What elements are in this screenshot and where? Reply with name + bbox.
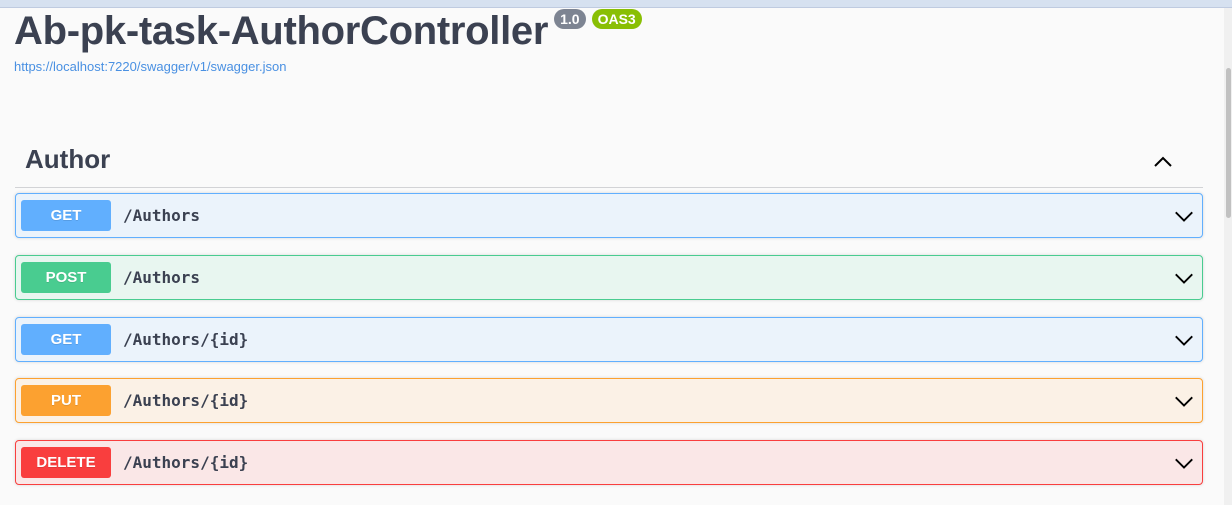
scrollbar[interactable] — [1224, 8, 1232, 505]
chevron-down-icon[interactable] — [1173, 205, 1195, 227]
scrollbar-thumb[interactable] — [1226, 68, 1231, 218]
operation-path[interactable]: /Authors/{id} — [123, 391, 249, 410]
method-badge[interactable]: GET — [21, 200, 111, 231]
chevron-down-icon[interactable] — [1173, 452, 1195, 474]
tag-section-author: Author GET /Authors POST /Authors GET /A… — [15, 134, 1203, 485]
tag-title[interactable]: Author — [25, 144, 111, 174]
top-border — [0, 0, 1232, 8]
chevron-up-icon[interactable] — [1151, 150, 1175, 174]
swagger-json-link[interactable]: https://localhost:7220/swagger/v1/swagge… — [14, 59, 287, 74]
oas-badge: OAS3 — [591, 9, 642, 29]
method-badge[interactable]: PUT — [21, 385, 111, 416]
operation-get-author-by-id[interactable]: GET /Authors/{id} — [15, 317, 1203, 362]
method-badge[interactable]: GET — [21, 324, 111, 355]
operation-get-authors[interactable]: GET /Authors — [15, 193, 1203, 238]
title-row: Ab-pk-task-AuthorController 1.0 OAS3 — [14, 8, 642, 54]
operation-path[interactable]: /Authors — [123, 206, 201, 225]
chevron-down-icon[interactable] — [1173, 329, 1195, 351]
method-badge[interactable]: POST — [21, 262, 111, 293]
operation-path[interactable]: /Authors/{id} — [123, 453, 249, 472]
chevron-down-icon[interactable] — [1173, 267, 1195, 289]
operation-delete-author-by-id[interactable]: DELETE /Authors/{id} — [15, 440, 1203, 485]
method-badge[interactable]: DELETE — [21, 447, 111, 478]
operation-path[interactable]: /Authors/{id} — [123, 330, 249, 349]
operation-path[interactable]: /Authors — [123, 268, 201, 287]
chevron-down-icon[interactable] — [1173, 390, 1195, 412]
version-badge: 1.0 — [554, 9, 586, 29]
operation-post-authors[interactable]: POST /Authors — [15, 255, 1203, 300]
api-title: Ab-pk-task-AuthorController — [14, 9, 549, 53]
operation-put-author-by-id[interactable]: PUT /Authors/{id} — [15, 378, 1203, 423]
tag-header[interactable]: Author — [15, 134, 1203, 188]
api-info: Ab-pk-task-AuthorController 1.0 OAS3 htt… — [14, 8, 642, 74]
